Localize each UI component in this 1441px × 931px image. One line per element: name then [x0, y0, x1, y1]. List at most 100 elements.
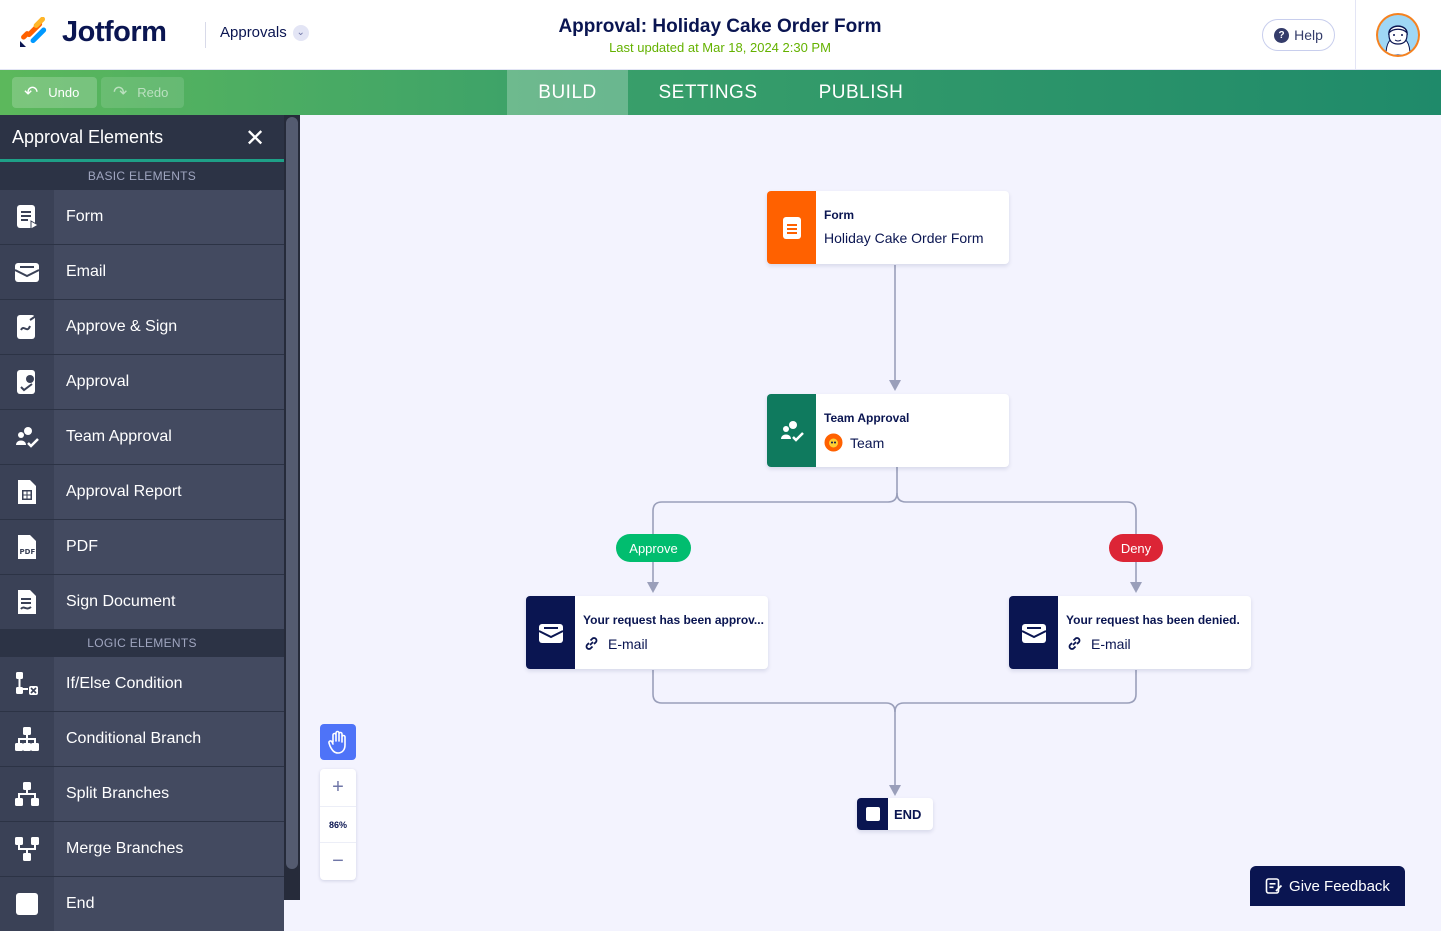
builder-toolbar: ↶ Undo ↷ Redo BUILD SETTINGS PUBLISH: [0, 70, 1441, 115]
last-updated: Last updated at Mar 18, 2024 2:30 PM: [609, 40, 831, 55]
redo-button[interactable]: ↷ Redo: [101, 77, 184, 108]
email-node-icon-box: [526, 596, 575, 669]
zoom-out-button[interactable]: −: [332, 850, 344, 872]
header-separator: [1355, 0, 1356, 70]
pdf-icon: PDF: [18, 535, 36, 559]
jotform-logo[interactable]: Jotform: [18, 16, 167, 49]
undo-icon: ↶: [24, 82, 39, 102]
hand-icon: [328, 730, 346, 754]
conditional-branch-icon: [15, 727, 39, 751]
team-approval-icon: [780, 420, 804, 442]
link-icon: [585, 637, 598, 650]
sidebar-item-label: Approval: [66, 373, 130, 390]
node-type: Your request has been denied.: [1066, 613, 1240, 627]
link-icon: [1068, 637, 1081, 650]
sidebar-item-label: Email: [66, 263, 107, 280]
approval-icon: [17, 370, 35, 394]
sidebar-title: Approval Elements: [12, 127, 164, 147]
sidebar-header: Approval Elements ✕: [0, 115, 284, 162]
end-label: END: [894, 806, 922, 822]
page-title-block: Approval: Holiday Cake Order Form Last u…: [520, 16, 920, 55]
end-icon: [857, 798, 888, 830]
page-title: Approval: Holiday Cake Order Form: [558, 16, 882, 37]
flow-node-team-approval[interactable]: Team Approval Team: [767, 394, 1009, 467]
sidebar-item-approval-report[interactable]: Approval Report: [0, 465, 284, 519]
sidebar-item-label: Split Branches: [66, 785, 170, 802]
email-icon: [1021, 623, 1046, 643]
flow-node-deny-email[interactable]: Your request has been denied. E-mail: [1009, 596, 1251, 669]
sidebar-item-form[interactable]: Form: [0, 190, 284, 244]
question-icon: ?: [1274, 27, 1290, 43]
flow-connectors: [647, 265, 1142, 796]
feedback-label: Give Feedback: [1289, 877, 1390, 895]
product-dropdown[interactable]: Approvals ⌄: [220, 24, 309, 41]
sidebar-item-label: Approval Report: [66, 483, 182, 500]
elements-sidebar: Approval Elements ✕ BASIC ELEMENTS Form …: [0, 115, 300, 931]
logo-text: Jotform: [62, 16, 167, 48]
sidebar-item-merge-branches[interactable]: Merge Branches: [0, 822, 284, 876]
split-branches-icon: [15, 782, 39, 806]
redo-label: Redo: [137, 85, 169, 100]
undo-button[interactable]: ↶ Undo: [12, 77, 97, 108]
tab-publish[interactable]: PUBLISH: [818, 81, 904, 103]
flow-node-form[interactable]: Form Holiday Cake Order Form: [767, 191, 1009, 264]
node-name: E-mail: [608, 635, 648, 652]
sidebar-scroll-thumb[interactable]: [286, 117, 298, 869]
svg-text:PDF: PDF: [20, 548, 36, 556]
team-approval-icon: [16, 427, 39, 448]
approve-branch-label[interactable]: Approve: [616, 534, 691, 562]
sign-document-icon: [18, 590, 36, 614]
product-dropdown-label: Approvals: [220, 24, 287, 41]
sidebar-item-label: If/Else Condition: [66, 675, 183, 692]
close-icon[interactable]: ✕: [245, 125, 266, 152]
sidebar-item-approve-sign[interactable]: Approve & Sign: [0, 300, 284, 354]
help-button[interactable]: ? Help: [1262, 19, 1335, 51]
node-name: E-mail: [1091, 635, 1131, 652]
email-icon: [538, 623, 563, 643]
sidebar-item-approval[interactable]: Approval: [0, 355, 284, 409]
form-icon: [17, 205, 39, 230]
sidebar-item-label: Sign Document: [66, 593, 176, 610]
flow-node-approve-email[interactable]: Your request has been approv... E-mail: [526, 596, 768, 669]
sidebar-item-label: Team Approval: [66, 428, 172, 445]
sidebar-item-team-approval[interactable]: Team Approval: [0, 410, 284, 464]
sidebar-item-label: Merge Branches: [66, 840, 184, 857]
zoom-in-button[interactable]: +: [332, 776, 344, 798]
email-node-icon-box: [1009, 596, 1058, 669]
merge-branches-icon: [15, 837, 39, 861]
jotform-logo-icon: [20, 16, 47, 47]
feedback-icon: [1265, 878, 1283, 894]
sidebar-item-label: PDF: [66, 538, 98, 555]
help-label: Help: [1294, 27, 1323, 43]
undo-label: Undo: [48, 85, 80, 100]
node-type: Team Approval: [824, 411, 910, 425]
node-name-row: Team: [824, 433, 909, 452]
node-type: Your request has been approv...: [583, 613, 764, 627]
tab-build[interactable]: BUILD: [507, 70, 628, 115]
app-header: Jotform Approvals ⌄ Approval: Holiday Ca…: [0, 0, 1441, 70]
sidebar-item-conditional-branch[interactable]: Conditional Branch: [0, 712, 284, 766]
flow-node-end[interactable]: END: [857, 798, 933, 830]
give-feedback-button[interactable]: Give Feedback: [1250, 866, 1405, 906]
avatar[interactable]: [1376, 13, 1420, 57]
sidebar-item-label: Form: [66, 208, 104, 225]
sidebar-item-split-branches[interactable]: Split Branches: [0, 767, 284, 821]
sidebar-item-if-else[interactable]: If/Else Condition: [0, 657, 284, 711]
sidebar-item-pdf[interactable]: PDF PDF: [0, 520, 284, 574]
node-name: Holiday Cake Order Form: [824, 230, 984, 246]
sidebar-item-sign-document[interactable]: Sign Document: [0, 575, 284, 629]
chevron-down-icon: ⌄: [292, 24, 309, 41]
tab-settings[interactable]: SETTINGS: [658, 81, 758, 103]
node-name: Team: [850, 434, 885, 451]
form-icon: [782, 216, 801, 239]
sidebar-item-email[interactable]: Email: [0, 245, 284, 299]
team-node-icon-box: [767, 394, 816, 467]
pan-tool-button[interactable]: [320, 724, 356, 760]
deny-branch-label[interactable]: Deny: [1109, 534, 1163, 562]
node-name-row: E-mail: [1066, 635, 1240, 652]
basic-elements-heading: BASIC ELEMENTS: [0, 163, 284, 189]
node-name-row: E-mail: [583, 635, 764, 652]
header-divider: [205, 22, 206, 48]
form-node-icon-box: [767, 191, 816, 264]
logic-elements-heading: LOGIC ELEMENTS: [0, 630, 284, 656]
